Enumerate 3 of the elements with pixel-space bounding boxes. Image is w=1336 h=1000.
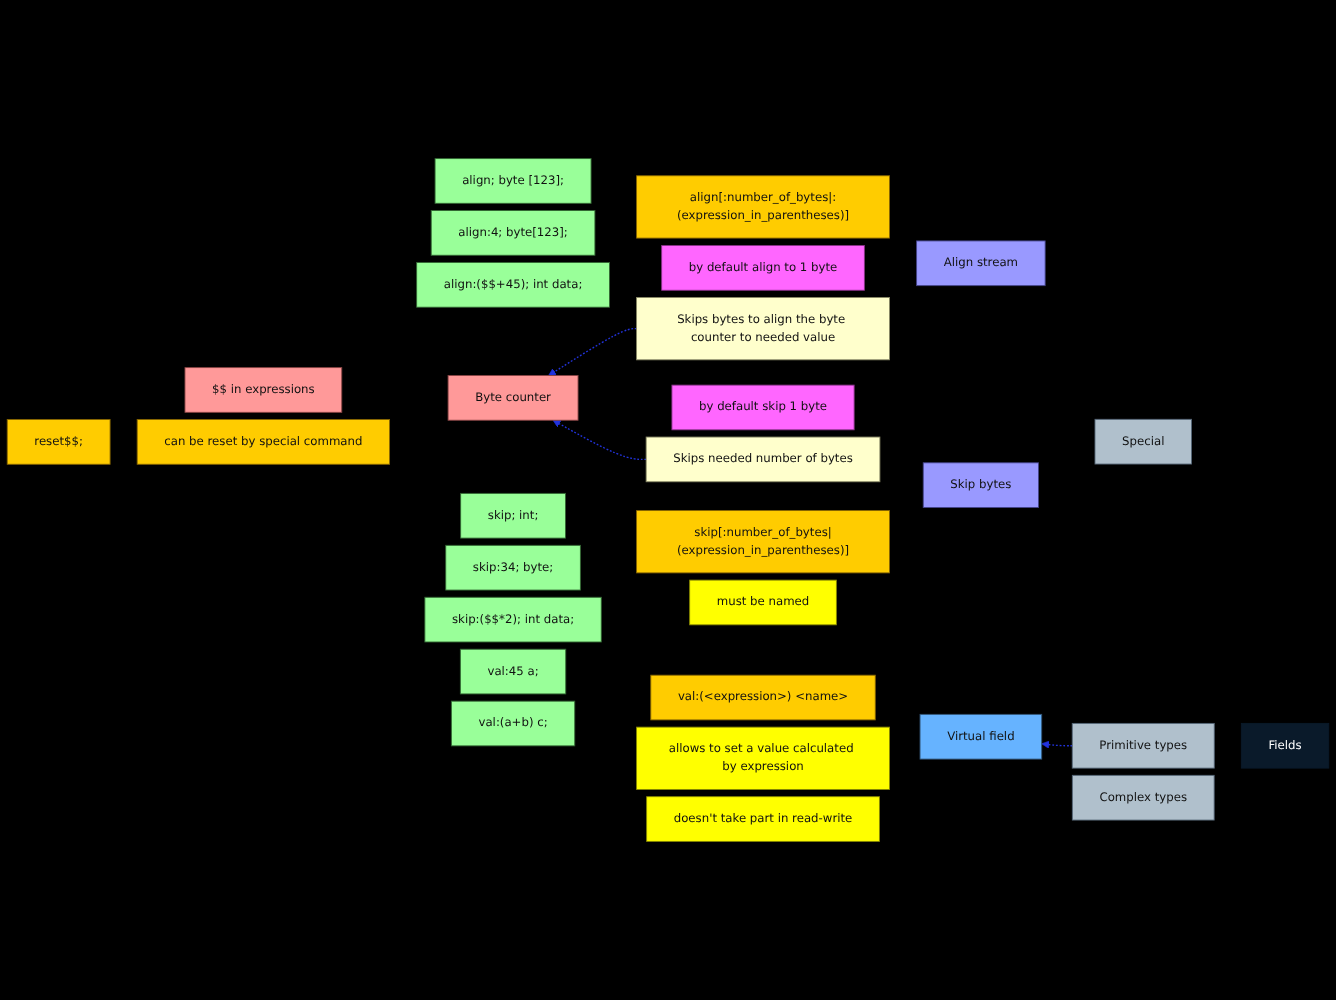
arrow: [548, 327, 638, 376]
arrow: [552, 419, 647, 461]
arrow: [1041, 740, 1073, 749]
